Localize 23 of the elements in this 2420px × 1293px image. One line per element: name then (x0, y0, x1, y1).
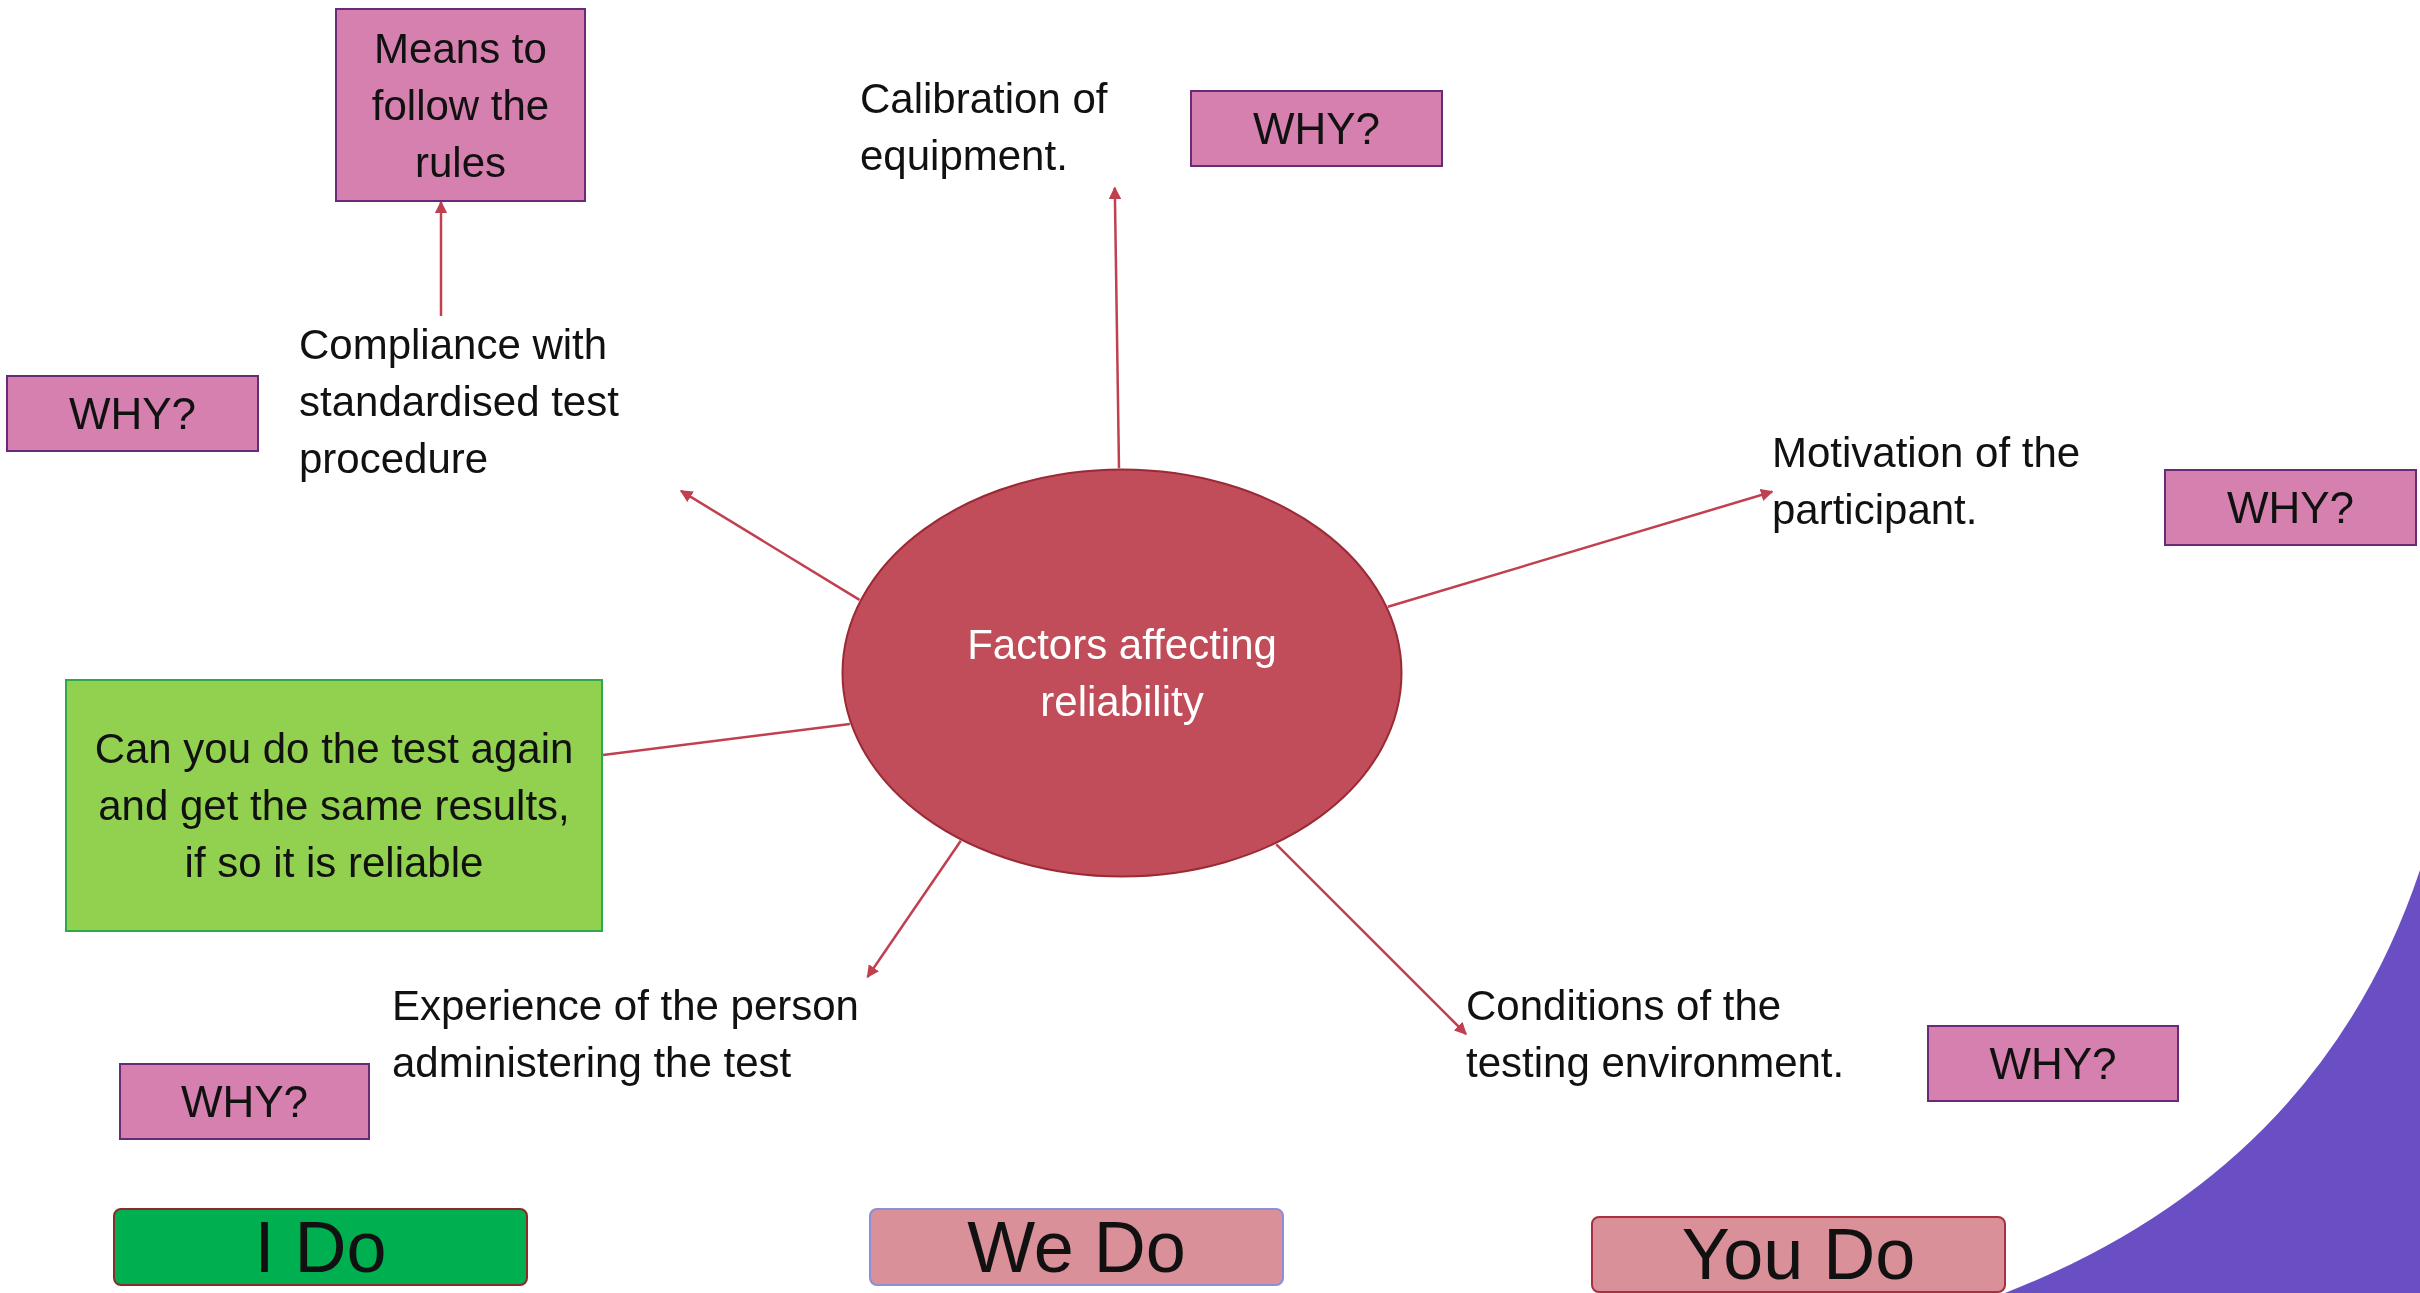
arrow (1387, 488, 1774, 608)
connector-line (602, 722, 851, 757)
arrow (434, 200, 448, 316)
stage-button: We Do (869, 1208, 1284, 1286)
arrow (679, 489, 861, 601)
arrow (866, 840, 962, 979)
note-box: Means to follow the rules (335, 8, 586, 202)
factor-label: Calibration of equipment. (860, 70, 1180, 188)
factor-label: Experience of the person administering the test (392, 977, 872, 1152)
question-box: WHY? (6, 375, 259, 452)
question-box: WHY? (1190, 90, 1443, 167)
factor-label: Compliance with standardised test procedure (299, 316, 719, 491)
question-box: WHY? (1927, 1025, 2179, 1102)
definition-box: Can you do the test again and get the same results, if so it is reliable (65, 679, 603, 932)
arrow (1108, 186, 1122, 469)
stage-button: You Do (1591, 1216, 2006, 1293)
ellipse-label: Factors affecting reliability (966, 620, 1278, 727)
question-box: WHY? (2164, 469, 2417, 546)
factor-label: Motivation of the participant. (1772, 424, 2162, 542)
arrow (1275, 843, 1467, 1035)
question-box: WHY? (119, 1063, 370, 1140)
factor-label: Conditions of the testing environment. (1466, 977, 1916, 1095)
stage-button: I Do (113, 1208, 528, 1286)
